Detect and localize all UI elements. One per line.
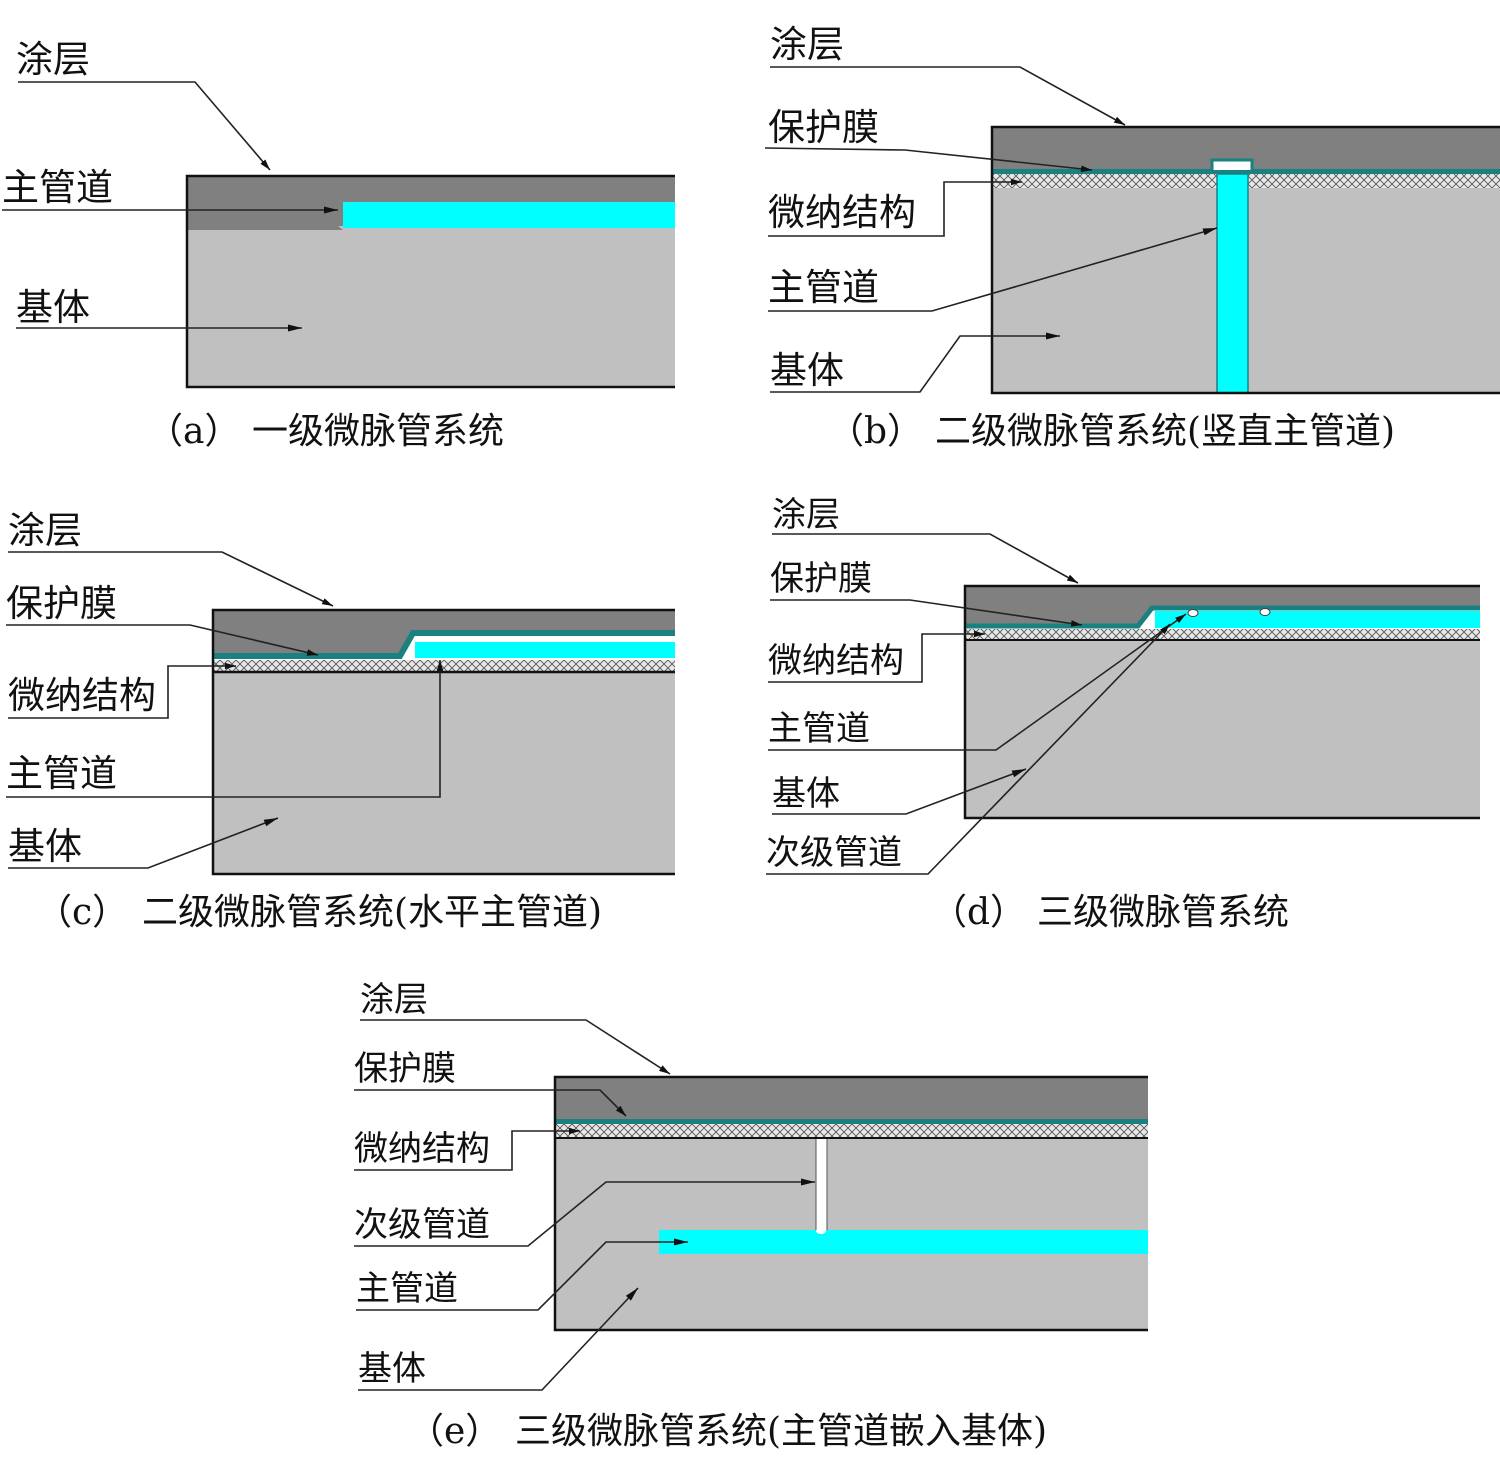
- panel-d-channel-end: [1145, 612, 1155, 629]
- panel-e-leader-main-channel: [356, 1238, 688, 1311]
- panel-e-membrane: [555, 1119, 1148, 1124]
- panel-b: 涂层 保护膜 微纳结构 主管道 基体 （b） 二级微脉管系统(竖直主管道): [764, 23, 1500, 452]
- panel-e-main-channel: [659, 1230, 1148, 1254]
- panel-b-label-main-channel: 主管道: [768, 266, 879, 309]
- panel-e-secondary-channel: [815, 1137, 828, 1233]
- panel-a-substrate: [187, 225, 675, 387]
- panel-c-label-substrate: 基体: [8, 825, 82, 868]
- panel-d-secondary-channel-2: [1259, 608, 1271, 616]
- panel-d-leader-secondary-channel: [766, 623, 1171, 875]
- panel-a-main-channel: [343, 202, 675, 228]
- panel-e-leader-substrate: [358, 1287, 639, 1391]
- panel-e-label-micronano: 微纳结构: [354, 1129, 490, 1169]
- panel-b-leader-substrate: [770, 332, 1060, 393]
- panel-e-label-main-channel: 主管道: [356, 1269, 458, 1309]
- panel-e-label-coating: 涂层: [360, 980, 428, 1020]
- panel-e-caption-letter: （e）: [408, 1411, 501, 1452]
- panel-c-outline: [211, 608, 675, 876]
- panel-a-leader-coating: [18, 81, 271, 171]
- panel-b-caption-letter: （b）: [828, 411, 923, 452]
- panel-d-micronano: [965, 629, 1480, 640]
- panel-a-caption-letter: （a）: [147, 411, 240, 452]
- panel-d-leader-coating: [772, 533, 1079, 584]
- panel-e-coating: [555, 1077, 1148, 1119]
- panel-b-main-channel: [1216, 173, 1249, 394]
- panel-c-label-main-channel: 主管道: [6, 752, 117, 795]
- panel-d-caption-text: 三级微脉管系统: [1037, 892, 1289, 933]
- panel-c-main-channel: [415, 642, 675, 658]
- panel-c-caption-letter: （c）: [36, 892, 128, 933]
- panel-a-label-main-channel: 主管道: [2, 166, 113, 209]
- panel-d-label-membrane: 保护膜: [770, 559, 872, 599]
- panel-e-label-substrate: 基体: [358, 1349, 426, 1389]
- panel-d-label-secondary-channel: 次级管道: [766, 833, 902, 873]
- panel-d: 涂层 保护膜 微纳结构 主管道 基体 次级管道 （d） 三级微脉管系统: [766, 495, 1480, 933]
- panel-d-secondary-channel-1: [1187, 609, 1199, 617]
- panel-b-label-membrane: 保护膜: [768, 106, 879, 149]
- panel-e-leader-micronano: [354, 1127, 580, 1171]
- panel-b-label-coating: 涂层: [770, 23, 844, 66]
- panel-e-channel-junction: [816, 1228, 826, 1234]
- panel-e-outline: [553, 1075, 1148, 1332]
- panel-d-label-substrate: 基体: [772, 774, 840, 814]
- panel-a: 涂层 主管道 基体 （a） 一级微脉管系统: [2, 38, 675, 452]
- panel-d-leader-micronano: [768, 630, 985, 683]
- panel-b-leader-membrane: [764, 147, 1093, 173]
- panel-c-label-micronano: 微纳结构: [8, 674, 156, 717]
- panel-c-channel-end: [404, 642, 415, 660]
- panel-a-outline: [185, 174, 675, 389]
- panel-b-caption-text: 二级微脉管系统(竖直主管道): [935, 411, 1395, 452]
- panel-b-leader-main-channel: [768, 227, 1218, 312]
- panel-d-caption-letter: （d）: [931, 892, 1026, 933]
- panel-c-leader-micronano: [8, 662, 236, 719]
- panel-b-membrane: [992, 169, 1500, 174]
- panel-e-leader-membrane: [354, 1089, 627, 1117]
- panel-c-leader-substrate: [8, 817, 279, 869]
- panel-d-label-main-channel: 主管道: [768, 709, 870, 749]
- panel-e-label-membrane: 保护膜: [354, 1049, 456, 1089]
- panel-e-leader-secondary-channel: [354, 1178, 815, 1247]
- panel-c-label-coating: 涂层: [8, 509, 82, 552]
- panel-e-caption-text: 三级微脉管系统(主管道嵌入基体): [515, 1411, 1047, 1452]
- panel-c-leader-coating: [8, 551, 334, 607]
- panel-c-micronano: [213, 660, 675, 672]
- panel-b-outline: [990, 125, 1500, 395]
- panel-e-leader-coating: [360, 1019, 671, 1075]
- panel-e: 涂层 保护膜 微纳结构 次级管道 主管道 基体 （e） 三级微脉管系统(主管道嵌…: [354, 980, 1148, 1452]
- panel-e-micronano: [555, 1124, 1148, 1138]
- panel-a-coating-step: [187, 226, 343, 230]
- panel-c-caption-text: 二级微脉管系统(水平主管道): [142, 892, 602, 933]
- panel-c-label-membrane: 保护膜: [6, 582, 117, 625]
- panel-d-main-channel: [1155, 611, 1480, 628]
- panel-d-membrane: [965, 605, 1480, 629]
- panel-a-label-coating: 涂层: [16, 38, 90, 81]
- panel-d-leader-main-channel: [768, 613, 1187, 751]
- panel-c: 涂层 保护膜 微纳结构 主管道 基体 （c） 二级微脉管系统(水平主管道): [6, 509, 675, 933]
- panel-d-label-coating: 涂层: [772, 495, 840, 535]
- panel-e-label-secondary-channel: 次级管道: [354, 1205, 490, 1245]
- panel-c-substrate: [213, 672, 675, 874]
- panel-a-caption-text: 一级微脉管系统: [252, 411, 504, 452]
- panel-c-membrane: [213, 630, 675, 659]
- panel-b-label-micronano: 微纳结构: [768, 191, 916, 234]
- panel-b-label-substrate: 基体: [770, 349, 844, 392]
- panel-d-leader-substrate: [772, 768, 1027, 815]
- panel-c-leader-main-channel: [6, 660, 444, 798]
- panel-b-leader-coating: [770, 66, 1126, 126]
- panel-d-leader-membrane: [770, 599, 1083, 627]
- panel-d-outline: [963, 584, 1480, 820]
- panel-d-label-micronano: 微纳结构: [768, 641, 904, 681]
- panel-d-substrate: [965, 640, 1480, 818]
- panel-b-channel-cap: [1210, 158, 1254, 170]
- panel-a-label-substrate: 基体: [16, 286, 90, 329]
- panel-c-leader-membrane: [6, 624, 319, 656]
- panel-b-leader-micronano: [768, 178, 1022, 237]
